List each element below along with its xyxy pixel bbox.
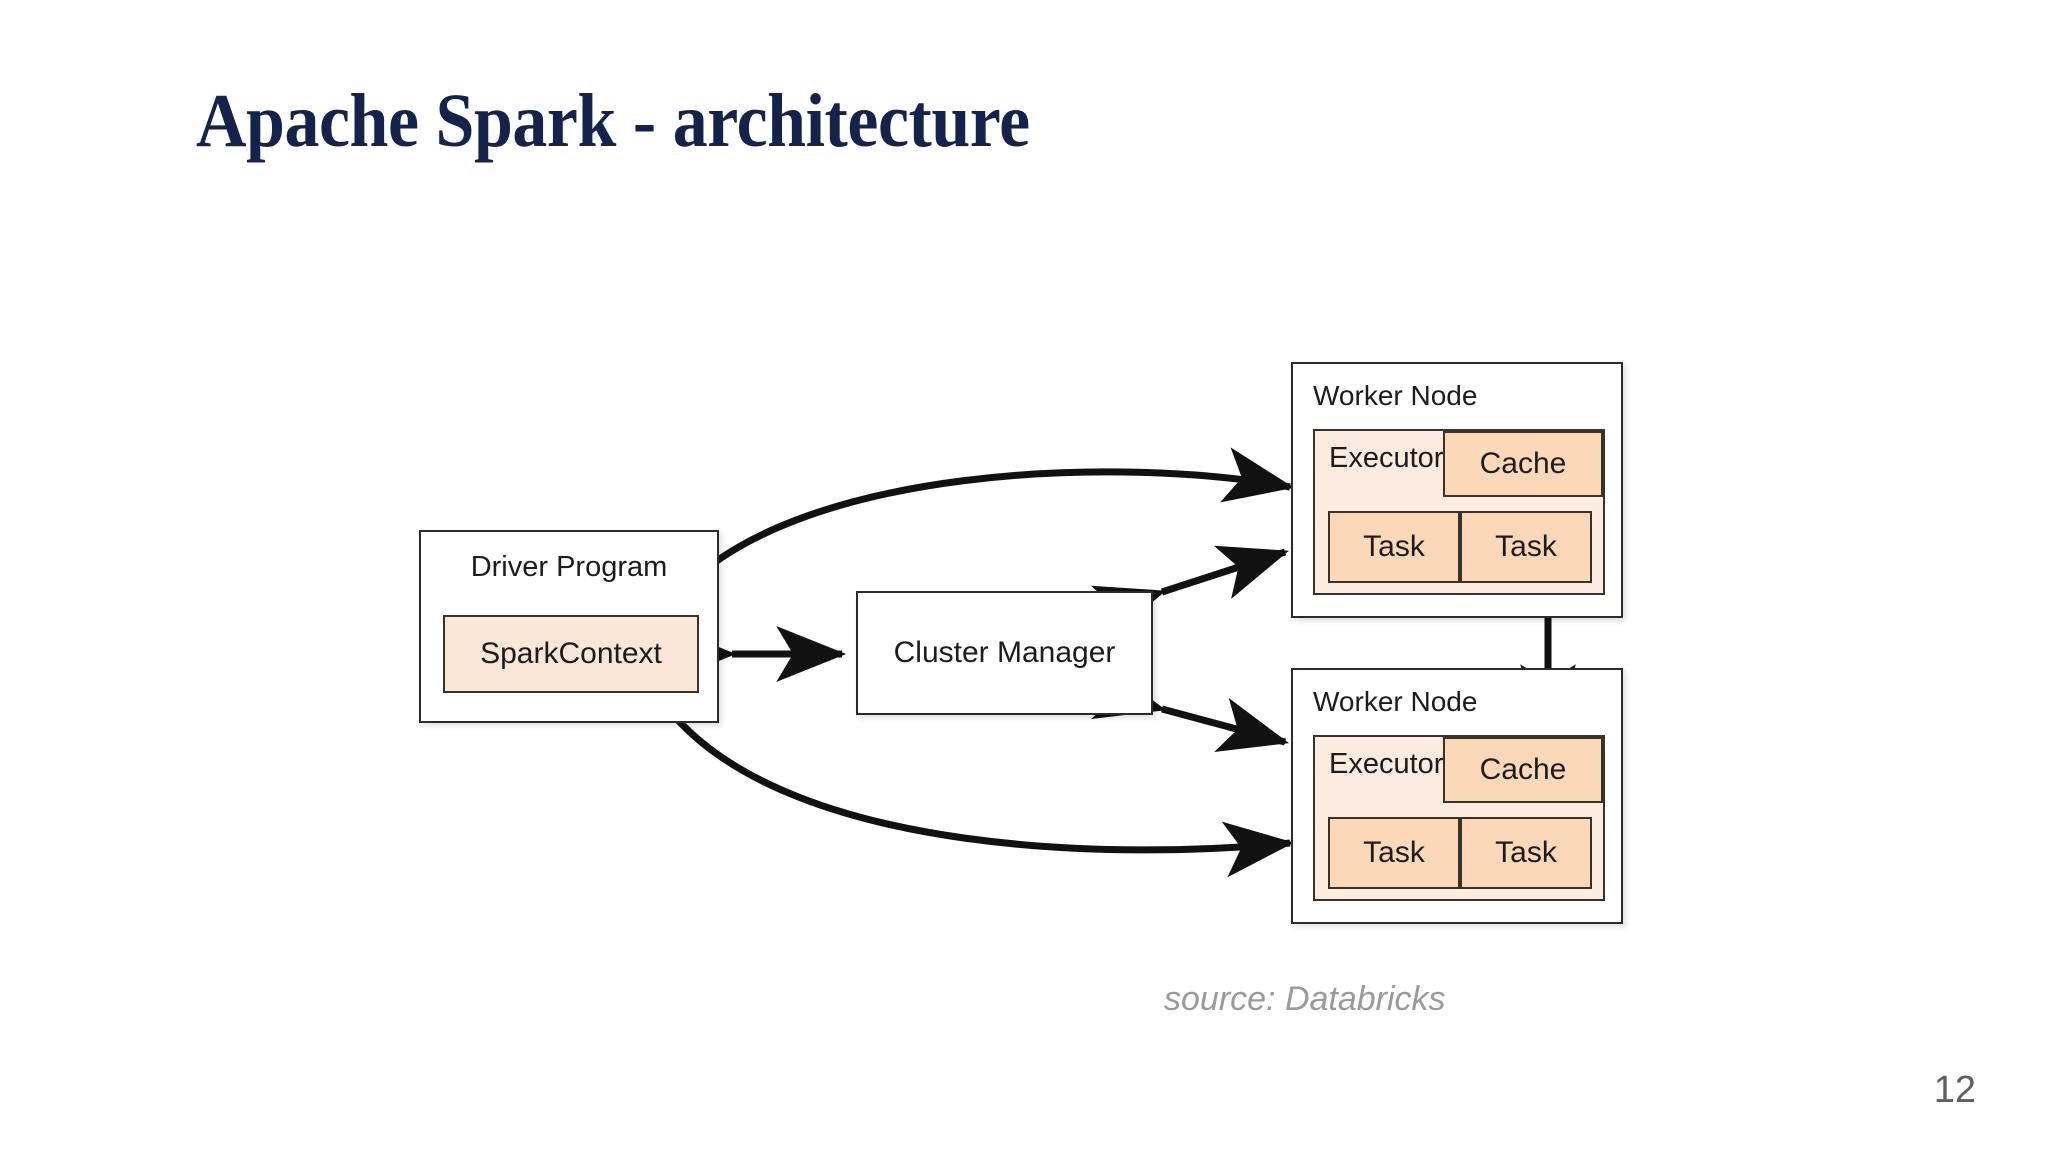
worker-node-1-executor-box: Executor Cache Task Task	[1313, 429, 1605, 595]
cluster-manager-label: Cluster Manager	[893, 636, 1116, 669]
source-caption: source: Databricks	[1164, 980, 1446, 1018]
worker-node-2-cache-box: Cache	[1443, 737, 1603, 803]
driver-program-title: Driver Program	[470, 551, 668, 583]
worker-node-1-task-row: Task Task	[1328, 511, 1592, 583]
worker-node-1-box: Worker Node Executor Cache Task Task	[1291, 362, 1623, 618]
worker-node-2-title: Worker Node	[1313, 686, 1478, 717]
worker-node-1-cache-box: Cache	[1443, 431, 1603, 497]
worker-node-2-task-2: Task	[1460, 817, 1592, 889]
worker-node-2-executor-label: Executor	[1329, 748, 1444, 780]
arrow-clustermanager-worker2	[1091, 664, 1290, 752]
driver-program-box: Driver Program SparkContext	[419, 530, 719, 723]
worker-node-1-task-2: Task	[1460, 511, 1592, 583]
worker-node-2-box: Worker Node Executor Cache Task Task	[1291, 668, 1623, 924]
page-title: Apache Spark - architecture	[196, 79, 1030, 163]
worker-node-1-task-1: Task	[1328, 511, 1460, 583]
sparkcontext-box: SparkContext	[443, 615, 699, 693]
worker-node-2-task-row: Task Task	[1328, 817, 1592, 889]
worker-node-1-title: Worker Node	[1313, 380, 1478, 411]
cluster-manager-box: Cluster Manager	[856, 591, 1153, 715]
worker-node-2-executor-box: Executor Cache Task Task	[1313, 735, 1605, 901]
worker-node-1-executor-label: Executor	[1329, 442, 1444, 474]
arrow-sparkcontext-worker1	[611, 447, 1295, 665]
arrow-clustermanager-worker1	[1090, 545, 1289, 639]
arrow-sparkcontext-worker2	[611, 650, 1295, 878]
page-number: 12	[1933, 1069, 1976, 1111]
worker-node-2-task-1: Task	[1328, 817, 1460, 889]
